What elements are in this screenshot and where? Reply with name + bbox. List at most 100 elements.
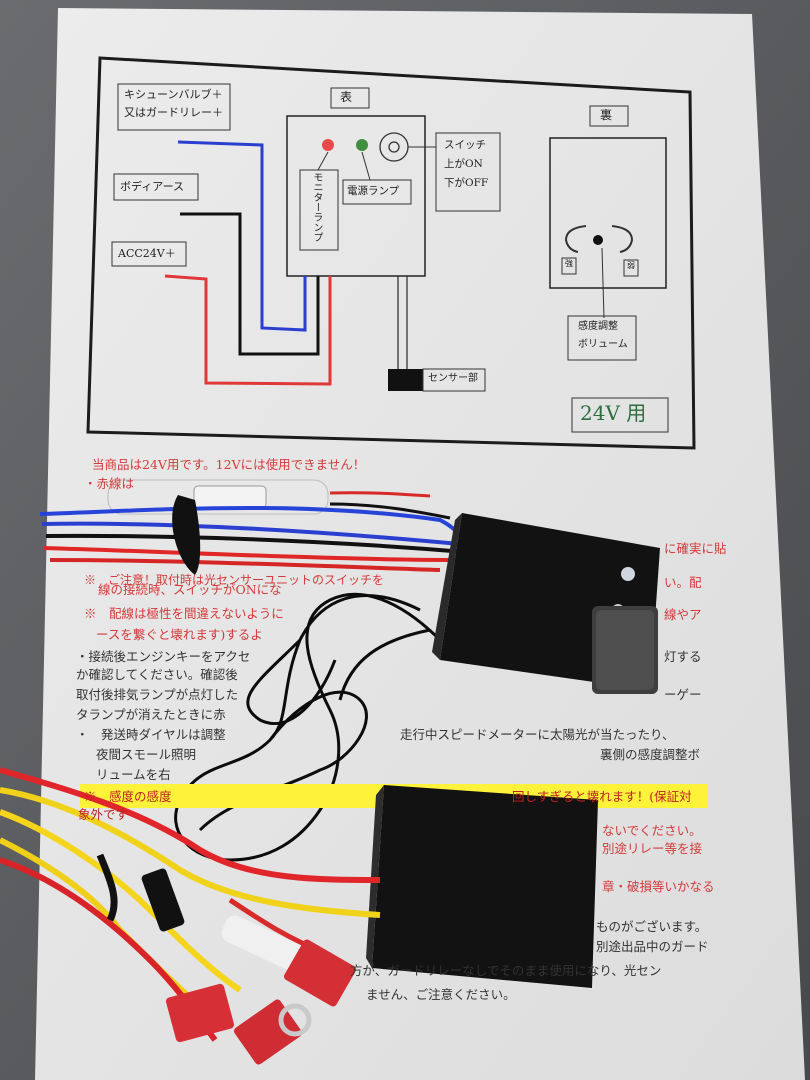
text-right-7: 裏側の感度調整ボ bbox=[600, 747, 701, 762]
notice-24v: 当商品は24V用です。12Vには使用できません！ bbox=[92, 457, 366, 472]
monitor-lamp-box bbox=[299, 169, 339, 251]
red-terminal-2 bbox=[283, 939, 357, 1007]
red-wire bbox=[164, 274, 332, 386]
front-title: 表 bbox=[340, 90, 353, 104]
volume-pointer bbox=[601, 247, 605, 319]
text-line-18: ません、ご注意ください。 bbox=[366, 987, 516, 1002]
module-led-1 bbox=[621, 567, 635, 581]
rotate-right-arrow bbox=[611, 225, 634, 253]
sensitivity-label-box bbox=[567, 315, 637, 361]
front-module-outline bbox=[286, 115, 426, 277]
harness-yellow-2 bbox=[0, 809, 242, 993]
text-right-4: 灯する bbox=[664, 649, 702, 664]
power-lamp-label: 電源ランプ bbox=[347, 185, 400, 197]
text-line-15: 象外です bbox=[78, 807, 129, 822]
text-right-9: ないでください。 bbox=[602, 823, 702, 838]
text-right-12: ものがございます。 bbox=[596, 919, 708, 934]
body-earth-label: ボディアース bbox=[120, 180, 185, 193]
weak-box bbox=[623, 259, 639, 277]
valve-label-box bbox=[117, 83, 231, 131]
text-right-10: 別途リレー等を接 bbox=[602, 841, 703, 856]
v24-label: 24V 用 bbox=[580, 401, 647, 425]
back-module-outline bbox=[549, 137, 667, 289]
ring-terminal bbox=[278, 1003, 312, 1037]
harness-blue-2 bbox=[41, 521, 471, 547]
module-top-face bbox=[432, 513, 462, 660]
monitor-lamp-label: モニターランプ bbox=[311, 172, 322, 242]
switch-box bbox=[435, 132, 501, 212]
cable-tie-bottom bbox=[96, 853, 118, 922]
text-line-8: か確認してください。確認後 bbox=[76, 667, 238, 682]
harness-red-2 bbox=[49, 558, 441, 572]
text-line-14: ※ 感度の感度 bbox=[84, 789, 172, 804]
blue-wire bbox=[177, 140, 307, 332]
text-line-7: ・接続後エンジンキーをアクセ bbox=[76, 649, 251, 664]
earth-label-box bbox=[113, 173, 199, 201]
volume-knob-dot bbox=[593, 235, 603, 245]
power-lamp-dot bbox=[356, 139, 368, 151]
text-right-3: 線やア bbox=[664, 607, 702, 622]
text-line-2: ・赤線は bbox=[84, 476, 135, 491]
sensor-label-box bbox=[422, 368, 486, 392]
valve-label: キシューンバルブ＋ 又はガードリレー＋ bbox=[124, 88, 223, 119]
switch-circle-inner bbox=[388, 141, 400, 153]
red-terminal-3 bbox=[234, 999, 302, 1065]
cable-tie bbox=[172, 495, 201, 575]
text-line-10: タランプが消えたときに赤 bbox=[76, 707, 226, 722]
harness-yellow-1 bbox=[0, 787, 381, 918]
instruction-sheet bbox=[35, 8, 805, 1080]
text-line-12: 夜間スモール照明 bbox=[96, 747, 197, 762]
text-line-5: ※ 配線は極性を間違えないように bbox=[84, 606, 284, 621]
sensor-foam-texture bbox=[596, 610, 654, 690]
text-line-6: ースを繋ぐと壊れます)するよ bbox=[96, 627, 263, 642]
text-line-9: 取付後排気ランプが点灯した bbox=[76, 687, 239, 702]
text-right-6: 走行中スピードメーターに太陽光が当たったり、 bbox=[400, 727, 675, 742]
sensor-label: センサー部 bbox=[428, 373, 478, 384]
text-line-13: リュームを右 bbox=[96, 767, 171, 782]
sensor-block bbox=[388, 369, 423, 391]
red-terminal-1 bbox=[165, 983, 235, 1043]
rotate-left-arrow bbox=[564, 225, 587, 253]
terminal-sleeve bbox=[221, 915, 309, 973]
harness-black-1 bbox=[45, 533, 466, 554]
text-right-2: い。配 bbox=[664, 575, 702, 590]
diagram-frame bbox=[86, 56, 696, 450]
text-right-5: ーゲー bbox=[664, 687, 702, 702]
power-pointer bbox=[361, 151, 371, 181]
text-line-16: 別途出品中のガード bbox=[596, 939, 709, 954]
acc-label-box bbox=[111, 241, 187, 267]
text-line-11: ・ 発送時ダイヤルは調整 bbox=[76, 727, 226, 742]
sensor-cable-lead bbox=[338, 628, 431, 701]
text-line-4: ※ ご注意！取付時は光センサーユニットのスイッチを bbox=[84, 573, 385, 587]
text-right-11: 章・破損等いかなる bbox=[602, 879, 715, 894]
sensitivity-label: 感度調整 ボリューム bbox=[578, 321, 628, 350]
connector-1 bbox=[141, 868, 185, 932]
back-title-box bbox=[589, 105, 629, 127]
harness-red-1 bbox=[43, 546, 469, 562]
harness-blue-1 bbox=[39, 505, 462, 537]
module-bottom bbox=[372, 785, 598, 988]
power-lamp-box bbox=[342, 179, 412, 205]
text-line-3: 線の接続時、スイッチがONにな bbox=[98, 582, 282, 597]
monitor-lamp-dot bbox=[322, 139, 334, 151]
harness-red-3 bbox=[0, 767, 381, 883]
module-bottom-side bbox=[366, 785, 384, 968]
harness-red-tip bbox=[329, 491, 431, 498]
text-right-8: 回しすぎると壊れます！(保証対 bbox=[512, 789, 692, 804]
harness-black-tip bbox=[329, 502, 451, 520]
text-line-17: 方が、ガードリレーなしでそのまま使用になり、光セン bbox=[350, 963, 662, 978]
knob-weak-label: 弱 bbox=[627, 261, 635, 270]
black-wire bbox=[180, 212, 320, 356]
back-title: 裏 bbox=[600, 108, 613, 122]
acc-label: ACC24V＋ bbox=[118, 247, 176, 260]
text-right-1: に確実に貼 bbox=[664, 541, 727, 556]
knob-strong-label: 強 bbox=[565, 259, 573, 268]
strong-box bbox=[561, 257, 577, 275]
fuse-body bbox=[193, 485, 267, 509]
monitor-pointer bbox=[317, 151, 329, 171]
front-title-box bbox=[330, 87, 370, 109]
switch-label: スイッチ 上がON 下がOFF bbox=[444, 139, 489, 189]
v24-box bbox=[571, 397, 669, 433]
